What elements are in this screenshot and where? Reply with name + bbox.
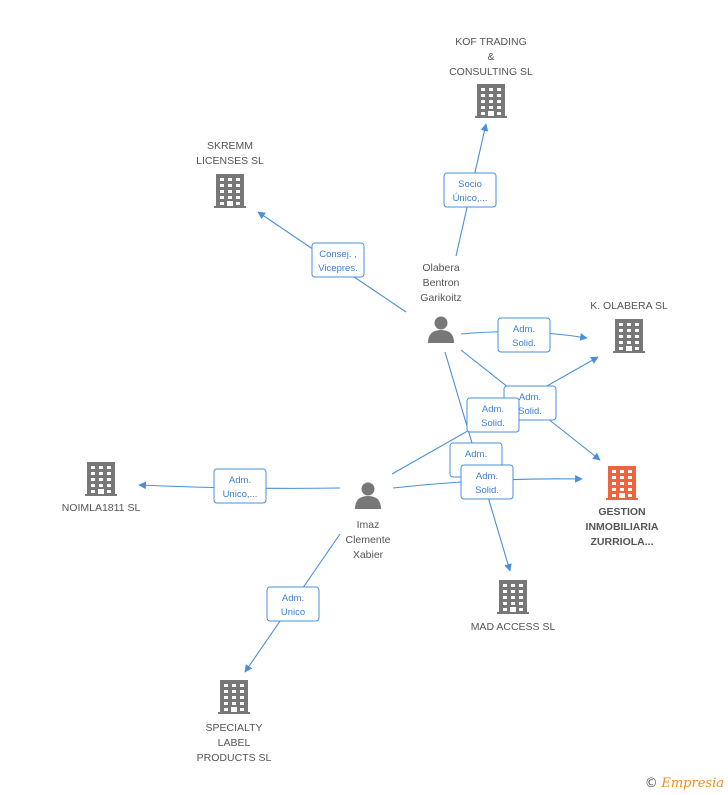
person-icon [355,482,381,509]
building-icon [218,680,250,714]
edge-label-text: Solid. [518,406,542,417]
edge-label-text: Solid. [481,418,505,429]
node-label: GESTION [598,506,645,518]
node-label: Clemente [346,534,391,546]
node-label: KOF TRADING [455,36,527,48]
node-label: ZURRIOLA... [591,536,654,548]
edge-label-text: Consej. , [319,249,357,260]
node-label: CONSULTING SL [449,66,533,78]
node-gestion[interactable]: GESTION INMOBILIARIA ZURRIOLA... [586,466,659,548]
edge-label-text: Vicepres. [318,263,357,274]
node-skremm[interactable]: SKREMM LICENSES SL [196,140,264,208]
edge-label-olabera-skremm[interactable]: Consej. , Vicepres. [311,242,365,278]
building-icon [475,84,507,118]
edge-label-imaz-noimla[interactable]: Adm. Unico,... [213,468,267,504]
node-label: Xabier [353,549,384,561]
node-label: SPECIALTY [206,722,263,734]
edge-label-imaz-specialty[interactable]: Adm. Unico [266,586,320,622]
edge-label-box [466,397,520,433]
edge-label-text: Único,... [453,193,488,204]
edge-label-text: Socio [458,179,482,190]
node-label: MAD ACCESS SL [471,621,556,633]
edge-label-box [311,242,365,278]
node-specialty[interactable]: SPECIALTY LABEL PRODUCTS SL [197,680,272,764]
node-label: Olabera [422,262,460,274]
edge-label-text: Unico [281,607,305,618]
edge-label-text: Adm. [519,392,541,403]
node-label: PRODUCTS SL [197,752,272,764]
edge-label-text: Adm. [476,471,498,482]
node-kof[interactable]: KOF TRADING & CONSULTING SL [449,36,533,118]
building-icon [85,462,117,496]
edge-label-box [213,468,267,504]
person-icon [428,316,454,343]
node-label: LABEL [218,737,251,749]
edge-label-imaz-kolabera[interactable]: Adm. Solid. [466,397,520,433]
edge-label-text: Solid. [512,338,536,349]
node-label: Garikoitz [420,292,461,304]
edge-label-text: Adm. [282,593,304,604]
edge-label-olabera-kolabera[interactable]: Adm. Solid. [497,317,551,353]
node-madaccess[interactable]: MAD ACCESS SL [471,580,556,633]
edge-label-text: Adm. [229,475,251,486]
edge-label-box [443,172,497,208]
building-icon [606,466,638,500]
edge-label-text: Solid. [475,485,499,496]
node-label: INMOBILIARIA [586,521,659,533]
nodes-layer: KOF TRADING & CONSULTING SL SKREMM LICENSES … [62,36,668,764]
node-label: LICENSES SL [196,155,264,167]
node-kolabera[interactable]: K. OLABERA SL [590,300,668,353]
edge-label-box [460,464,514,500]
edge-label-text: Adm. [465,449,487,460]
edge-label-text: Unico,... [223,489,258,500]
node-label: Imaz [357,519,380,531]
node-label: SKREMM [207,140,253,152]
node-label: Bentron [423,277,460,289]
node-label: K. OLABERA SL [590,300,668,312]
edge-label-imaz-gestion[interactable]: Adm. Solid. [460,464,514,500]
building-icon [613,319,645,353]
copyright-symbol: © [644,776,658,791]
building-icon [214,174,246,208]
edge-label-box [497,317,551,353]
node-noimla[interactable]: NOIMLA1811 SL [62,462,141,514]
edge-label-text: Adm. [482,404,504,415]
node-label: & [487,51,494,63]
building-icon [497,580,529,614]
edge-label-box [266,586,320,622]
footer-brand: © Empresia [645,775,724,791]
edge-label-text: Adm. [513,324,535,335]
brand-logo[interactable]: Empresia [661,776,724,791]
edge-label-olabera-kof[interactable]: SocioÚnico,... [443,172,497,208]
node-label: NOIMLA1811 SL [62,502,141,514]
